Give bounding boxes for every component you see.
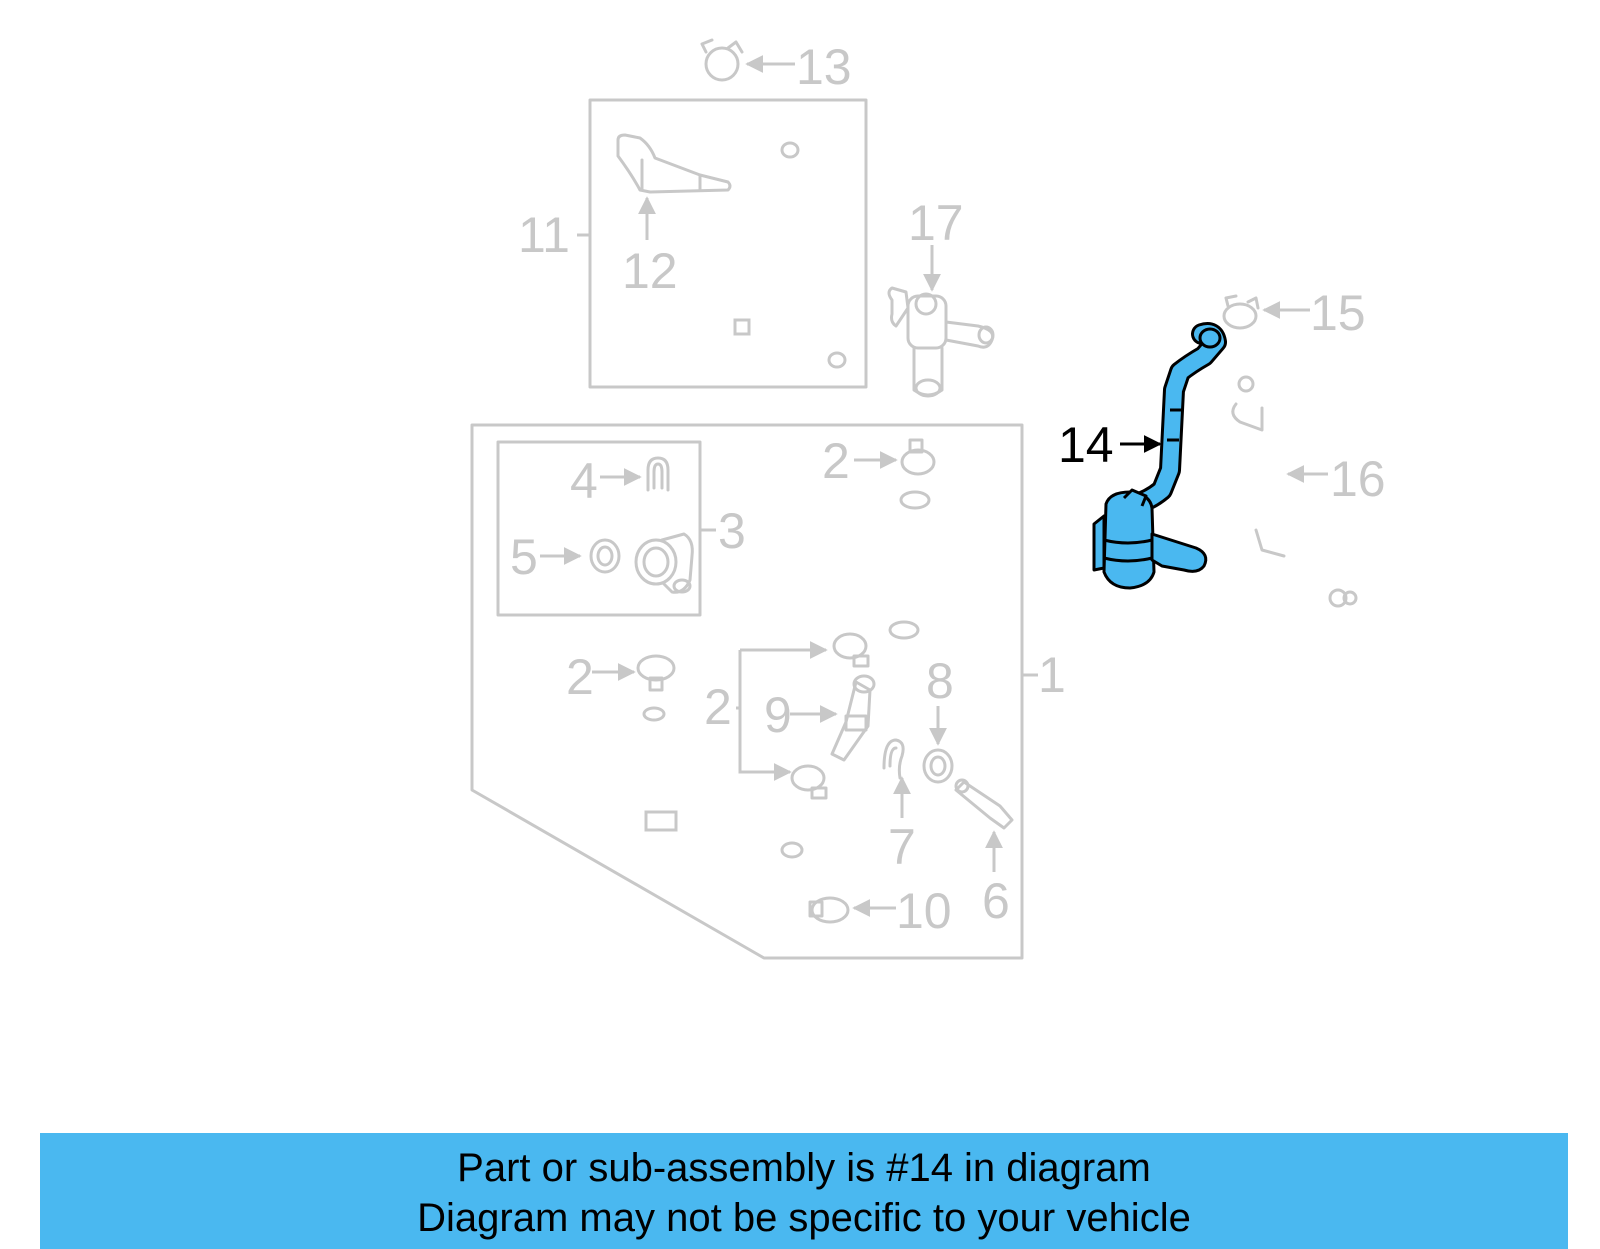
callout-17: 17 (908, 195, 964, 251)
box-part-11 (577, 98, 868, 389)
callout-11: 11 (518, 207, 570, 263)
part-6-sensor (954, 778, 1014, 872)
part-4-clip (600, 456, 670, 492)
part-14-highlighted-hose-assembly (1092, 322, 1227, 590)
part-15-clamp (1222, 294, 1310, 330)
part-7-clip (882, 738, 911, 818)
callout-6: 6 (982, 873, 1010, 929)
callout-16: 16 (1330, 451, 1386, 507)
banner-line-2: Diagram may not be specific to your vehi… (417, 1196, 1191, 1240)
info-banner: Part or sub-assembly is #14 in diagram D… (40, 1133, 1568, 1249)
part-13-clamp (700, 38, 795, 82)
part-1-hose (888, 489, 945, 641)
callout-4: 4 (570, 453, 598, 509)
callout-2-mid: 2 (704, 679, 732, 735)
callout-14: 14 (1058, 417, 1114, 473)
callout-5: 5 (510, 529, 538, 585)
part-2-bracket-leader (736, 632, 870, 800)
callout-2-left: 2 (566, 649, 594, 705)
part-2-clamp-top (854, 438, 936, 476)
part-3-elbow-fitting (634, 532, 694, 594)
part-11-pipe (696, 141, 847, 369)
banner-line-1: Part or sub-assembly is #14 in diagram (457, 1146, 1151, 1190)
callout-3: 3 (718, 503, 746, 559)
callout-7: 7 (888, 819, 916, 875)
part-17-valve (887, 245, 995, 398)
part-1-lower-pipe (642, 706, 804, 920)
part-16-pipe (1231, 375, 1358, 608)
part-12-bracket (616, 133, 732, 240)
box-part-1 (470, 423, 1038, 960)
part-10-clamp (808, 896, 896, 924)
callout-1: 1 (1038, 647, 1066, 703)
callout-10: 10 (896, 883, 952, 939)
part-9-connector (790, 674, 876, 762)
callout-12: 12 (622, 243, 678, 299)
callout-9: 9 (764, 687, 792, 743)
part-5-seal (540, 538, 621, 574)
box-part-3 (496, 440, 716, 617)
callout-8: 8 (926, 653, 954, 709)
callout-15: 15 (1310, 285, 1366, 341)
part-8-seal (922, 706, 954, 784)
callout-2-top: 2 (822, 433, 850, 489)
callout-13: 13 (796, 39, 852, 95)
part-2-clamp-left (592, 654, 676, 692)
